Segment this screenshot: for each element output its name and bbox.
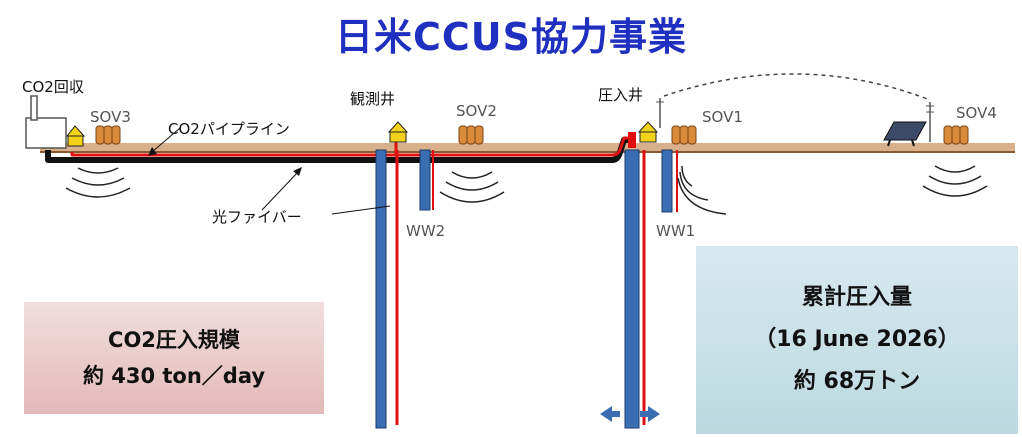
pipeline-leader-arrow — [148, 147, 157, 156]
injection-scale-box: CO2圧入規模 約 430 ton／day — [24, 302, 324, 414]
observation-well-label: 観測井 — [350, 90, 396, 108]
sov3-label: SOV3 — [90, 108, 131, 126]
sensor-house-icon — [65, 125, 86, 147]
co2-capture-facility-icon — [25, 95, 67, 149]
sov4-label: SOV4 — [956, 104, 997, 122]
solar-panel-icon — [883, 121, 927, 147]
injection-scale-title: CO2圧入規模 — [108, 328, 240, 352]
wireless-link — [663, 73, 931, 101]
observation-well — [375, 140, 399, 429]
pipeline-leader-line — [151, 127, 181, 153]
cumulative-injection-box: 累計圧入量 （16 June 2026） 約 68万トン — [696, 246, 1018, 434]
ww1-label: WW1 — [656, 222, 696, 240]
antenna-icon — [656, 98, 664, 128]
ww2-label: WW2 — [406, 222, 446, 240]
injection-well-label: 圧入井 — [598, 86, 644, 104]
antenna-icon — [926, 102, 934, 142]
ground-surface — [40, 143, 1015, 153]
sensor-house-icon — [387, 121, 409, 143]
fiber-leader-line — [261, 171, 299, 211]
vibrator-sov1-icon — [671, 125, 697, 145]
ww2-well — [419, 149, 434, 211]
vibrator-sov3-icon — [95, 125, 121, 145]
injection-scale-value: 約 430 ton／day — [82, 364, 266, 388]
double-arrow-icon — [600, 406, 660, 422]
fiber-leader-arrow — [293, 167, 302, 176]
seismic-waves-sov2 — [439, 171, 505, 203]
seismic-waves-sov1 — [677, 165, 727, 215]
injection-well — [624, 132, 646, 429]
cumulative-injection-value: 約 68万トン — [793, 369, 921, 394]
cumulative-injection-date: （16 June 2026） — [754, 327, 960, 352]
co2-capture-label: CO2回収 — [22, 78, 84, 96]
ww1-well — [661, 149, 678, 213]
vibrator-sov2-icon — [458, 125, 484, 145]
sov1-label: SOV1 — [702, 108, 743, 126]
seismic-waves-sov3 — [65, 167, 131, 198]
sensor-house-icon — [637, 121, 659, 143]
cumulative-injection-title: 累計圧入量 — [801, 285, 912, 310]
pipeline-label: CO2パイプライン — [168, 120, 290, 138]
fiber-optic-line — [70, 136, 636, 157]
fiber-label: 光ファイバー — [212, 208, 302, 226]
sov2-label: SOV2 — [456, 102, 497, 120]
page-title: 日米CCUS協力事業 — [334, 15, 687, 59]
seismic-waves-sov4 — [922, 165, 988, 197]
vibrator-sov4-icon — [943, 125, 969, 145]
fiber-leader-line-2 — [331, 205, 391, 215]
